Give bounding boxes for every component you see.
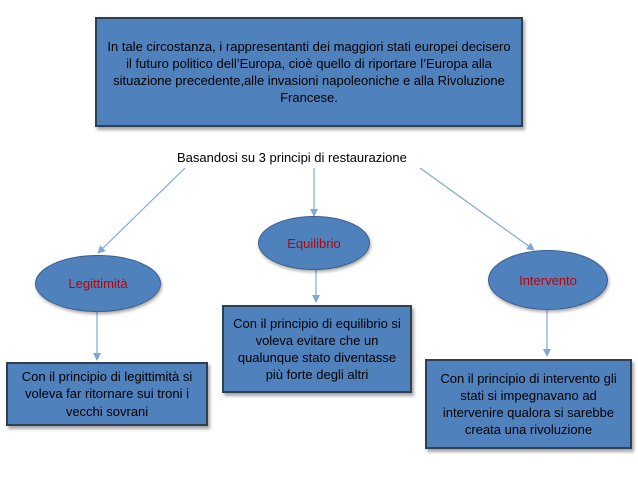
node-equilibrio: Equilibrio [258, 216, 370, 270]
node-equilibrio-label: Equilibrio [287, 235, 341, 251]
node-legittimita-label: Legittimità [68, 276, 128, 291]
description-equilibrio: Con il principio di equilibrio si voleva… [222, 305, 412, 393]
subtitle: Basandosi su 3 principi di restaurazione [177, 150, 407, 165]
node-legittimita: Legittimità [35, 255, 161, 312]
node-intervento: Intervento [488, 250, 608, 310]
intro-text: In tale circostanza, i rappresentanti de… [107, 38, 511, 106]
description-intervento: Con il principio di intervento gli stati… [425, 359, 632, 449]
description-intervento-text: Con il principio di intervento gli stati… [440, 370, 617, 438]
description-legittimita-text: Con il principio di legittimità si volev… [21, 369, 193, 419]
arrow-subtitle-to-intervento [419, 167, 535, 251]
intro-box: In tale circostanza, i rappresentanti de… [95, 17, 523, 127]
description-legittimita: Con il principio di legittimità si volev… [6, 362, 208, 426]
description-equilibrio-text: Con il principio di equilibrio si voleva… [233, 315, 401, 383]
node-intervento-label: Intervento [519, 272, 577, 288]
arrow-subtitle-to-legittimita [97, 167, 186, 254]
